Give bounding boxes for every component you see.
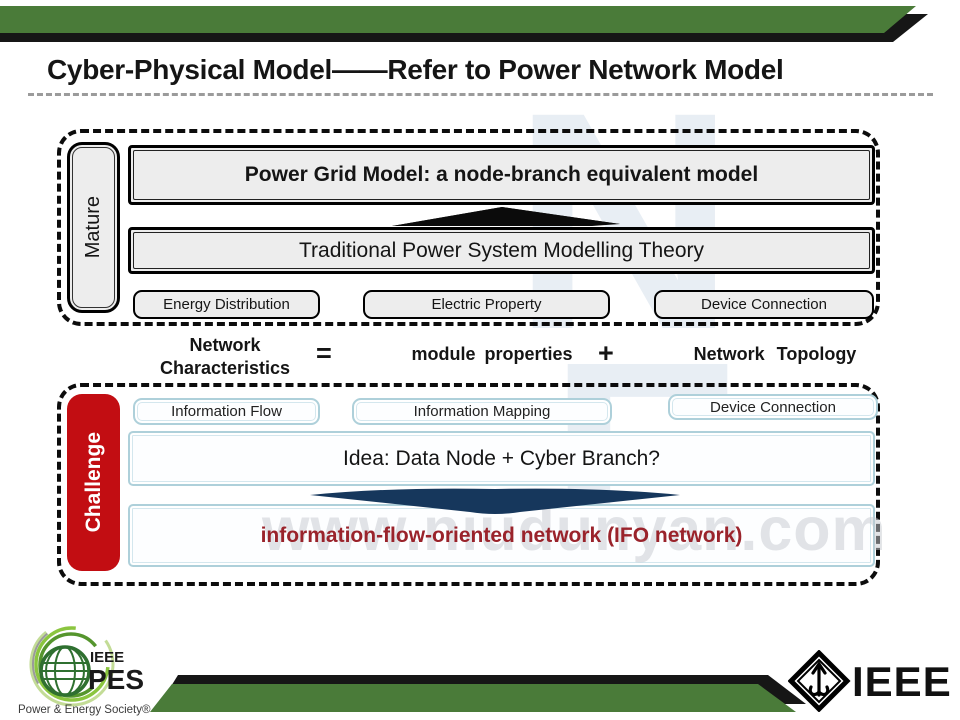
power-grid-model-text: Power Grid Model: a node-branch equivale… (244, 163, 759, 186)
up-arrow-icon (392, 207, 620, 226)
tag-label: Device Connection (701, 296, 827, 313)
equation-term-module-properties: module properties (411, 344, 573, 364)
equation-equals-sign: = (316, 338, 332, 368)
traditional-theory-text: Traditional Power System Modelling Theor… (298, 238, 704, 262)
pes-logo-pes-text: PES (88, 664, 144, 695)
tag-electric-property: Electric Property (363, 290, 610, 319)
tag-label: Electric Property (431, 296, 542, 313)
mature-label: Mature (82, 196, 104, 259)
ieee-logo: IEEE (788, 650, 952, 712)
idea-text: Idea: Data Node + Cyber Branch? (343, 446, 660, 470)
mature-panel: Mature Power Grid Model: a node-branch e… (57, 129, 880, 326)
equation-term-network-topology: Network Topology (693, 344, 857, 364)
pes-logo-tagline: Power & Energy Society® (18, 704, 151, 716)
ieee-logo-text: IEEE (852, 658, 952, 705)
top-banner-bar (0, 6, 916, 33)
tag-energy-distribution: Energy Distribution (133, 290, 320, 319)
down-arrow-icon (310, 488, 680, 514)
title-underline (28, 93, 933, 96)
ifo-network-box: information-flow-oriented network (IFO n… (128, 504, 875, 567)
ifo-network-text: information-flow-oriented network (IFO n… (260, 523, 743, 547)
slide-title: Cyber-Physical Model——Refer to Power Net… (47, 54, 784, 85)
challenge-label: Challenge (81, 432, 105, 533)
top-banner (0, 6, 928, 42)
equation-lhs: Network Characteristics (159, 335, 291, 378)
traditional-theory-box: Traditional Power System Modelling Theor… (128, 227, 875, 274)
power-grid-model-box: Power Grid Model: a node-branch equivale… (128, 145, 875, 205)
challenge-label-pill: Challenge (67, 394, 120, 571)
idea-box: Idea: Data Node + Cyber Branch? (128, 431, 875, 486)
tag-label: Device Connection (710, 398, 836, 416)
tag-label: Information Flow (171, 403, 282, 420)
tag-label: Energy Distribution (163, 296, 290, 313)
challenge-panel: Challenge Information Flow Information M… (57, 383, 880, 586)
tag-information-flow: Information Flow (133, 398, 320, 425)
ieee-arrow-icon (808, 661, 830, 697)
equation-plus-sign: + (598, 338, 614, 368)
tag-device-connection: Device Connection (654, 290, 874, 319)
bottom-banner-bar (150, 684, 796, 712)
tag-label: Information Mapping (413, 403, 551, 420)
ieee-pes-logo: IEEE PES Power & Energy Society® (18, 622, 151, 716)
tag-device-connection-cyber: Device Connection (668, 394, 878, 420)
pes-logo-ieee-text: IEEE (90, 649, 124, 666)
tag-information-mapping: Information Mapping (352, 398, 612, 425)
bottom-banner (150, 675, 806, 712)
mature-label-pill: Mature (67, 142, 120, 313)
